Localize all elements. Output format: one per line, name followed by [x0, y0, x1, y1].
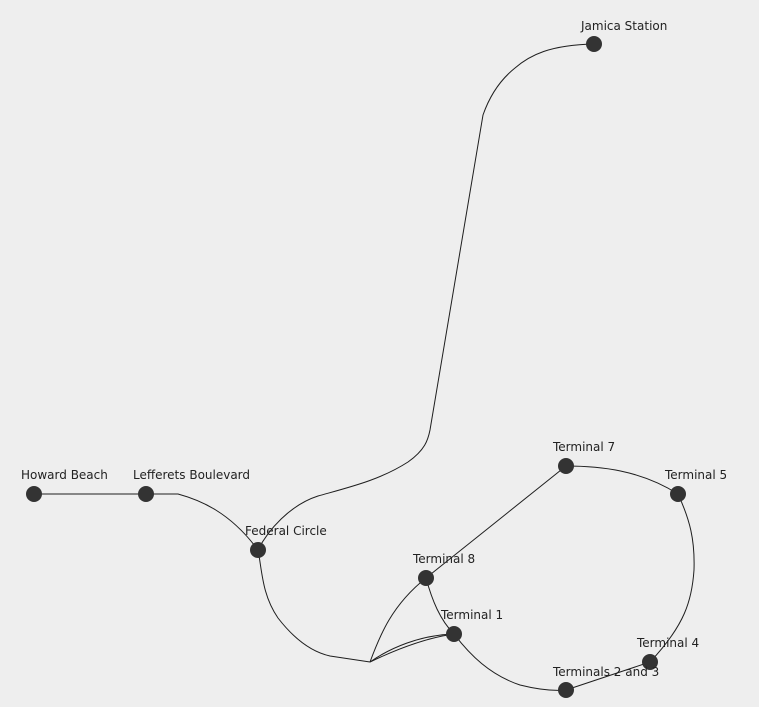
edge-junction-terminal-8 [369, 577, 427, 663]
edge-junction-terminal-1 [369, 633, 455, 663]
edge-terminal-8-terminal-1 [425, 577, 455, 635]
edge-lefferets-federal-circle [146, 493, 259, 551]
edge-terminals-2-3-terminal-4 [565, 661, 651, 691]
label-terminals-2-and-3: Terminals 2 and 3 [553, 665, 660, 679]
label-terminal-7: Terminal 7 [553, 440, 616, 454]
label-terminal-1: Terminal 1 [441, 608, 504, 622]
edge-federal-circle-junction [257, 549, 371, 663]
node-terminal-1 [446, 626, 462, 642]
node-federal-circle [250, 542, 266, 558]
label-terminal-4: Terminal 4 [637, 636, 700, 650]
node-terminal-5 [670, 486, 686, 502]
edge-terminal-7-terminal-5 [565, 465, 679, 495]
label-terminal-5: Terminal 5 [665, 468, 728, 482]
node-jamica-station [586, 36, 602, 52]
edge-terminal-5-terminal-4 [649, 493, 695, 663]
label-terminal-8: Terminal 8 [413, 552, 476, 566]
label-jamica-station: Jamica Station [581, 19, 668, 33]
label-howard-beach: Howard Beach [21, 468, 108, 482]
node-terminals-2-and-3 [558, 682, 574, 698]
edge-federal-circle-jamica [257, 43, 595, 551]
edge-junction-terminal-1-b [369, 633, 455, 663]
edge-terminal-1-terminals-2-3 [453, 633, 567, 691]
node-howard-beach [26, 486, 42, 502]
label-lefferets-boulevard: Lefferets Boulevard [133, 468, 251, 482]
label-federal-circle: Federal Circle [245, 524, 327, 538]
node-terminal-7 [558, 458, 574, 474]
node-terminal-8 [418, 570, 434, 586]
node-terminal-4 [642, 654, 658, 670]
edge-terminal-8-terminal-7 [425, 465, 567, 579]
node-lefferets-boulevard [138, 486, 154, 502]
